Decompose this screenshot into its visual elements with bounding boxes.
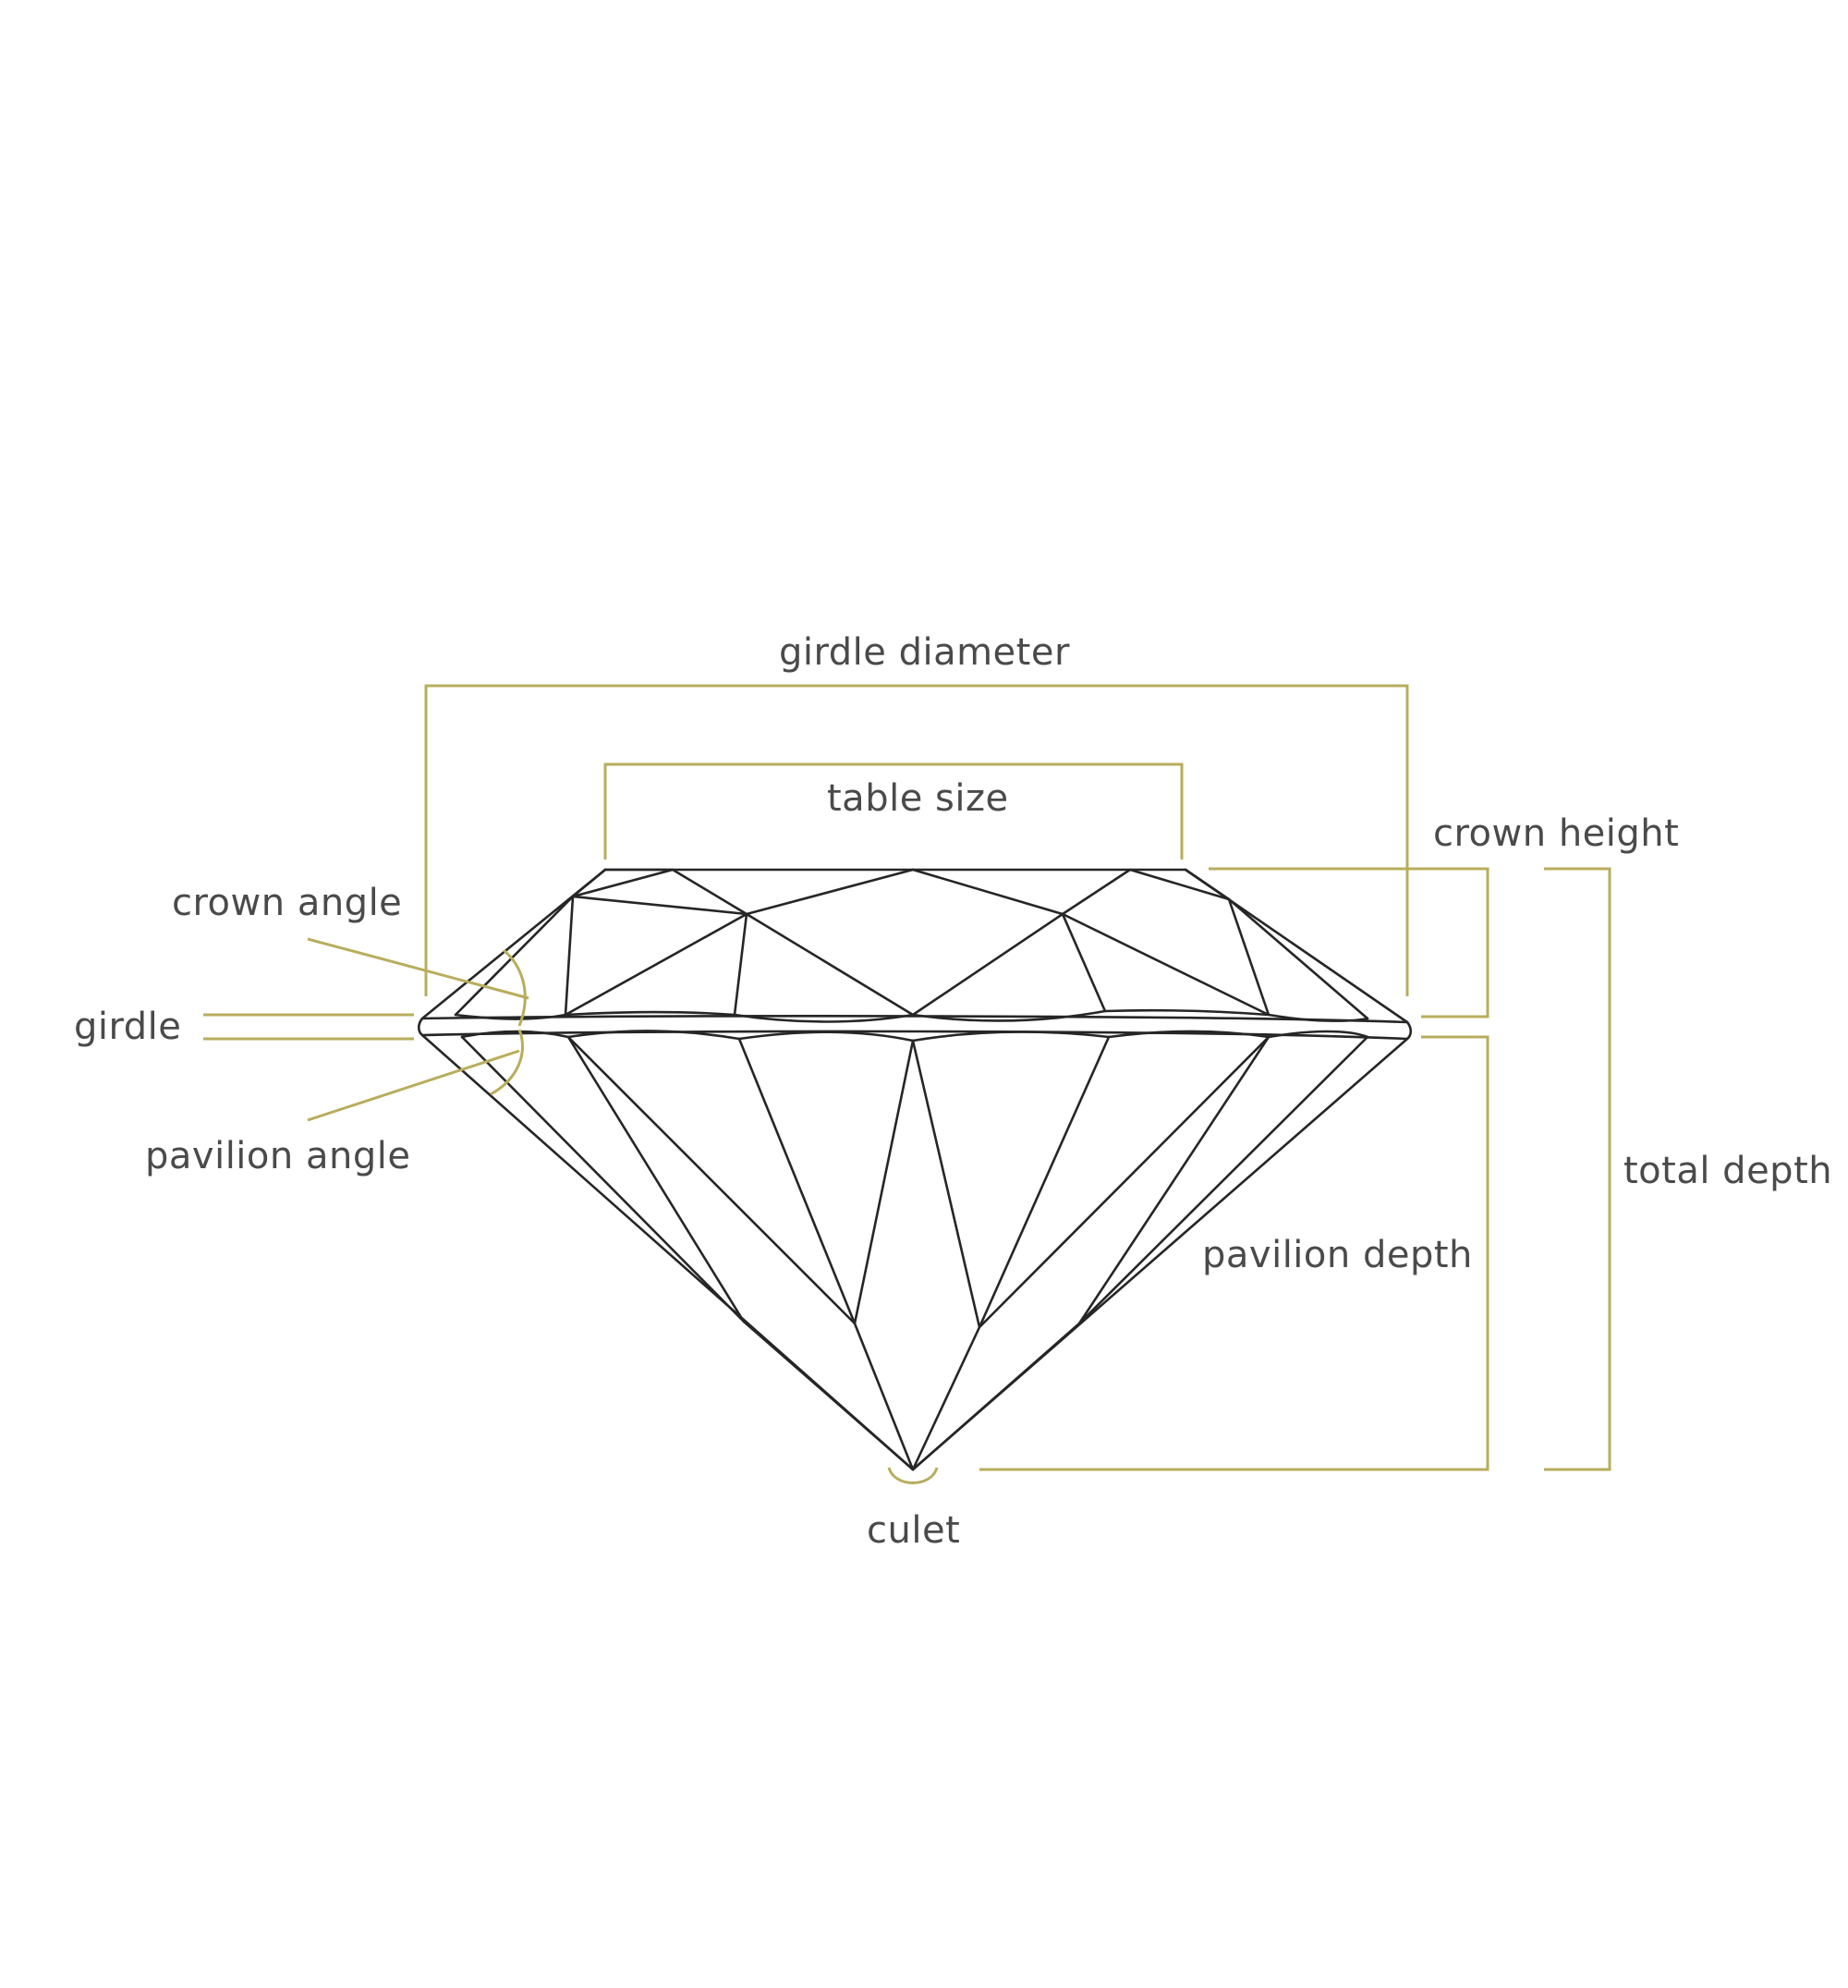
girdle-right-end [1405, 1020, 1413, 1041]
crown-facets [454, 868, 1369, 1023]
girdle-diameter-bracket [424, 684, 1409, 996]
pavilion-depth-label: pavilion depth [1202, 1234, 1473, 1276]
crown-angle-leader [307, 937, 529, 1000]
girdle-left-end [417, 1017, 424, 1037]
table-size-bracket [603, 762, 1184, 860]
girdle-label: girdle [74, 1006, 182, 1048]
pavilion-angle-label: pavilion angle [145, 1135, 411, 1177]
pavilion-depth-bracket [979, 1035, 1489, 1471]
pavilion-angle-arc [490, 1029, 524, 1096]
table-size-label: table size [827, 777, 1009, 820]
girdle-top-curve [420, 1015, 1409, 1024]
diamond-drawing [417, 868, 1413, 1471]
crown-angle-label: crown angle [172, 882, 403, 924]
crown-angle-arc [503, 948, 527, 1027]
culet-arc [887, 1467, 939, 1484]
crown-height-label: crown height [1433, 812, 1680, 855]
pavilion-angle-leader [307, 1049, 520, 1122]
total-depth-bracket [1544, 867, 1611, 1471]
crown-height-bracket [1209, 867, 1489, 1018]
pavilion-facets [460, 1030, 1369, 1471]
girdle-diameter-label: girdle diameter [779, 631, 1070, 674]
total-depth-label: total depth [1623, 1150, 1833, 1192]
dimension-lines [203, 684, 1611, 1484]
culet-label: culet [867, 1509, 961, 1552]
